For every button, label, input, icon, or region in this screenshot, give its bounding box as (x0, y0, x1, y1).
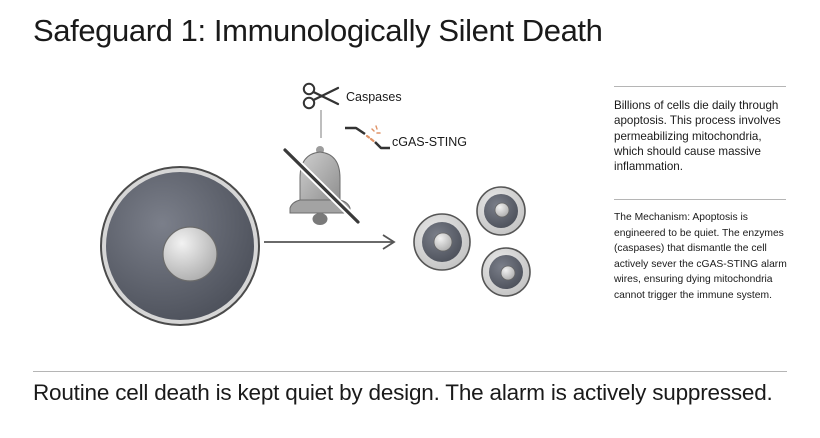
sidebar-intro-text: Billions of cells die daily through apop… (614, 99, 781, 174)
apoptotic-bodies-icon (413, 186, 531, 297)
muted-bell-icon (281, 146, 362, 226)
caspases-label: Caspases (346, 90, 402, 104)
sidebar-mechanism-text: The Mechanism: Apoptosis is engineered t… (614, 212, 787, 301)
apoptotic-body (481, 247, 531, 297)
page-title: Safeguard 1: Immunologically Silent Deat… (33, 13, 603, 48)
apoptotic-body (476, 186, 526, 236)
apoptotic-body (413, 213, 471, 271)
arrow-right-icon (264, 234, 396, 250)
footer-caption: Routine cell death is kept quiet by desi… (33, 380, 773, 405)
footer-divider (33, 371, 787, 372)
sidebar-divider (614, 86, 786, 87)
cell-icon (100, 166, 260, 326)
severed-wire-icon (345, 125, 390, 150)
cgas-sting-label: cGAS-STING (392, 135, 467, 149)
scissors-icon (302, 82, 340, 110)
sidebar-divider (614, 199, 786, 200)
